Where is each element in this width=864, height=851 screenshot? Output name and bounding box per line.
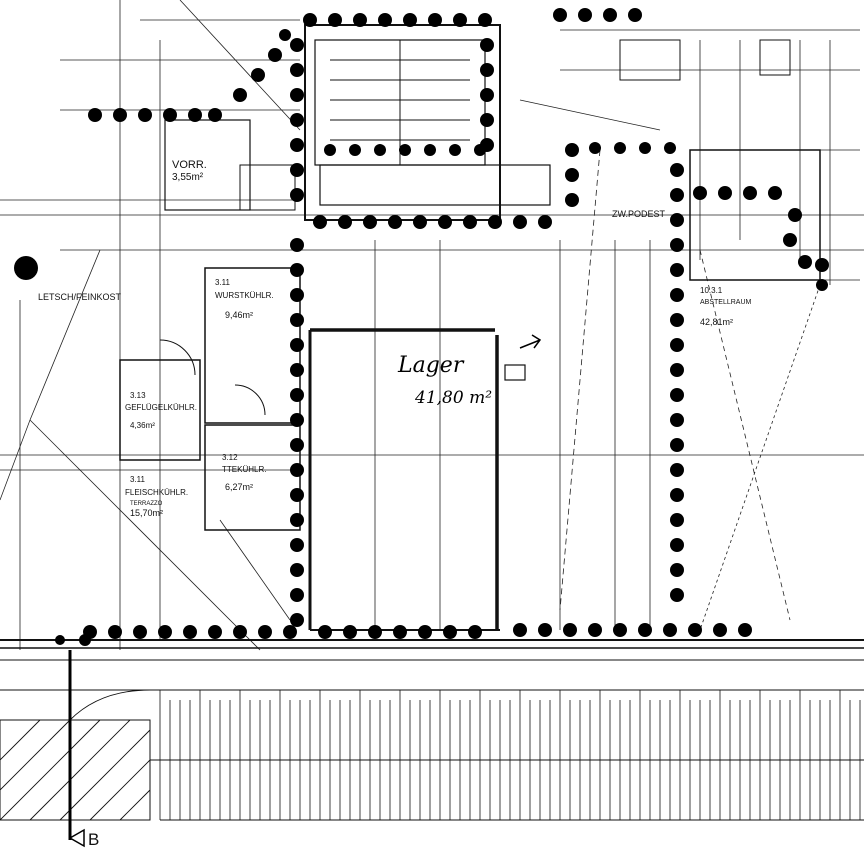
room-313-name: GEFLÜGELKÜHLR.	[125, 403, 197, 412]
room-331-area: 42,81m²	[700, 317, 733, 327]
label-letsch-feinkost: LETSCH/FEINKOST	[38, 292, 122, 302]
label-vorr-area: 3,55m²	[172, 172, 204, 183]
lager-room-name: Lager	[397, 353, 465, 378]
room-311b-number: 3.11	[130, 475, 146, 484]
room-312-area: 6,27m²	[225, 482, 253, 492]
boundary-dots	[14, 8, 829, 646]
labels: VORR. 3,55m² LETSCH/FEINKOST 3.11 WURSTK…	[38, 159, 752, 849]
section-mark-b: B	[88, 830, 99, 849]
arrow-mark	[519, 334, 542, 349]
room-311b-area: 15,70m²	[130, 508, 163, 518]
room-311a-name: WURSTKÜHLR.	[215, 291, 274, 300]
construction-lines	[0, 0, 864, 651]
label-zwischenpodest: ZW.PODEST	[612, 209, 666, 219]
lager-room-area: 41,80 m²	[414, 388, 492, 408]
label-vorr: VORR.	[172, 159, 207, 171]
hatch-area	[0, 689, 151, 821]
room-311a-number: 3.11	[215, 278, 231, 287]
room-331-number: 10.3.1	[700, 286, 723, 295]
room-311a-area: 9,46m²	[225, 310, 253, 320]
room-331-name: ABSTELLRAUM	[700, 299, 752, 306]
room-313-number: 3.13	[130, 391, 146, 400]
facade-verticals	[159, 690, 861, 820]
room-311b-name: FLEISCHKÜHLR.	[125, 488, 188, 497]
facade-grid	[0, 689, 864, 821]
room-312-name: TTEKÜHLR.	[222, 465, 266, 474]
room-313-area: 4,36m²	[130, 421, 155, 430]
room-311b-terrazzo: TERRAZZO	[130, 501, 163, 507]
room-312-number: 3.12	[222, 453, 238, 462]
section-line	[68, 650, 85, 848]
walls	[0, 24, 864, 661]
